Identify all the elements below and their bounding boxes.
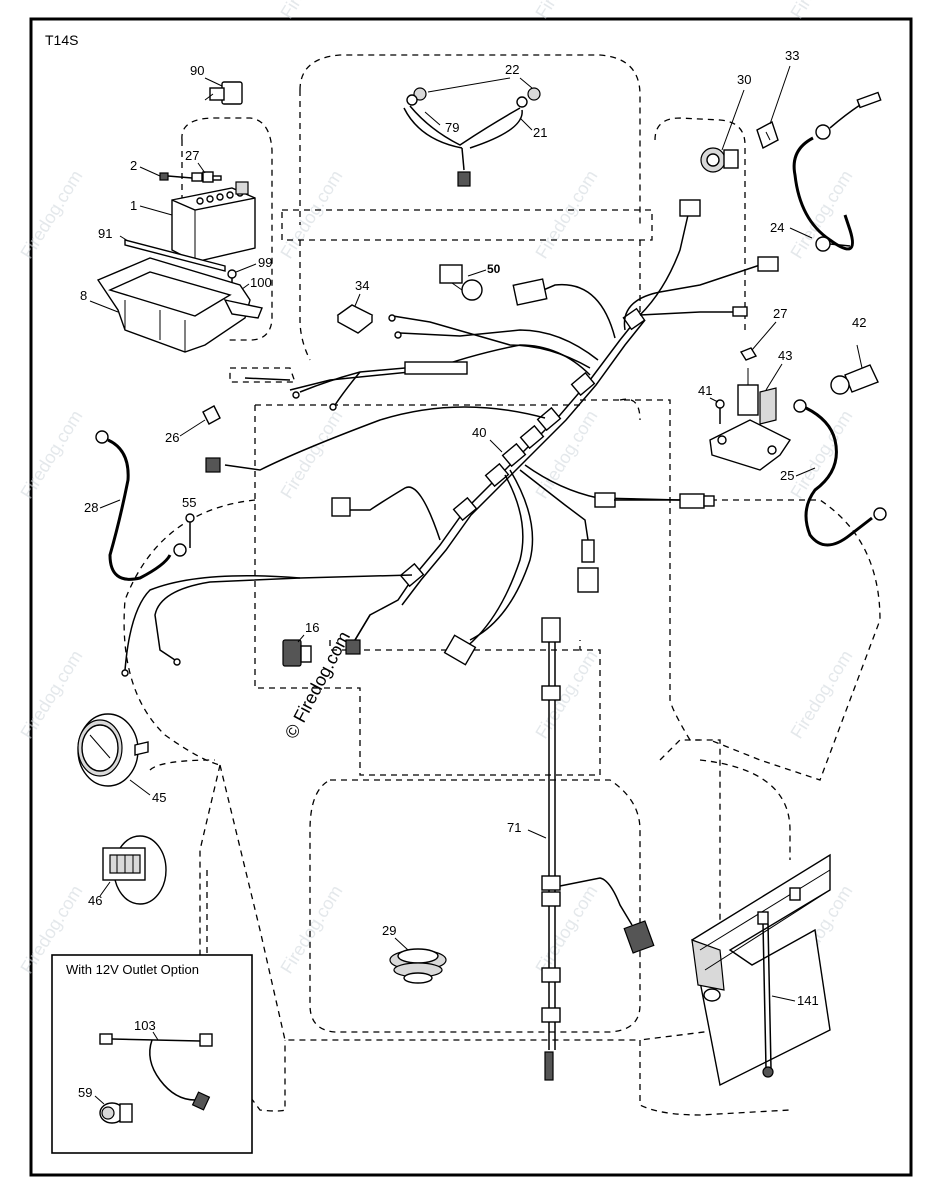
part-2-bolt	[159, 172, 203, 182]
callout-42: 42	[852, 315, 866, 330]
callout-50: 50	[487, 262, 501, 276]
part-28-cable	[95, 430, 187, 581]
callout-33: 33	[785, 48, 799, 63]
callout-71: 71	[507, 820, 521, 835]
callout-21: 21	[533, 125, 547, 140]
part-27-nut	[202, 171, 222, 183]
watermark: Firedog.com	[16, 167, 86, 262]
callout-141: 141	[797, 993, 819, 1008]
callout-43: 43	[778, 348, 792, 363]
callout-26: 26	[165, 430, 179, 445]
watermark: Firedog.com	[786, 647, 856, 742]
part-79-21-harness	[403, 105, 523, 187]
part-59-outlet	[99, 1102, 133, 1124]
chassis-outline	[123, 54, 881, 1116]
callout-55: 55	[182, 495, 196, 510]
callout-79: 79	[445, 120, 459, 135]
part-26-fuse	[202, 405, 221, 425]
watermark: Firedog.com	[786, 407, 856, 502]
diagram-code: T14S	[45, 32, 78, 48]
callout-22: 22	[505, 62, 519, 77]
part-45-gauge	[77, 713, 149, 787]
part-25-cable	[793, 399, 887, 547]
callout-34: 34	[355, 278, 369, 293]
part-42-boot	[830, 344, 879, 395]
callout-29: 29	[382, 923, 396, 938]
callout-8: 8	[80, 288, 87, 303]
callout-25: 25	[780, 468, 794, 483]
watermark: Firedog.com	[276, 167, 346, 262]
callout-46: 46	[88, 893, 102, 908]
part-33-fuse	[756, 120, 779, 150]
part-103-harness	[99, 1033, 213, 1111]
part-30-ignition-switch	[700, 147, 739, 173]
callout-103: 103	[134, 1018, 156, 1033]
callout-45: 45	[152, 790, 166, 805]
callout-30: 30	[737, 72, 751, 87]
callout-27: 27	[773, 306, 787, 321]
part-16-relay	[282, 639, 312, 667]
callout-24: 24	[770, 220, 784, 235]
part-71-harness	[541, 617, 655, 1081]
callout-99: 99	[258, 255, 272, 270]
watermark: Firedog.com	[276, 882, 346, 977]
part-91-strap	[124, 239, 226, 272]
part-22-headlights	[406, 87, 541, 108]
watermarks: Firedog.com Firedog.com Firedog.com Fire…	[16, 0, 856, 977]
callout-2: 2	[130, 158, 137, 173]
watermark: Firedog.com	[276, 407, 346, 502]
part-34-switch	[336, 304, 374, 334]
callout-28: 28	[84, 500, 98, 515]
inset-title: With 12V Outlet Option	[66, 962, 199, 977]
callout-40: 40	[472, 425, 486, 440]
callout-27: 27	[185, 148, 199, 163]
part-43-solenoid	[709, 368, 792, 471]
callout-90: 90	[190, 63, 204, 78]
part-41-bolt	[715, 399, 725, 424]
inset-12v-outlet: With 12V Outlet Option 103 59	[51, 954, 253, 1154]
part-90-relay	[204, 81, 243, 105]
callout-59: 59	[78, 1085, 92, 1100]
part-24-cable	[792, 91, 882, 252]
part-50-sensor	[439, 264, 483, 301]
callout-41: 41	[698, 383, 712, 398]
part-55-bolt	[185, 513, 195, 548]
part-8-battery-tray	[96, 257, 263, 353]
watermark: Firedog.com	[16, 647, 86, 742]
watermark: Firedog.com	[531, 167, 601, 262]
part-27-nut-right	[739, 347, 758, 361]
part-141-bracket	[691, 853, 831, 1087]
callout-91: 91	[98, 226, 112, 241]
callout-1: 1	[130, 198, 137, 213]
part-40-main-harness	[121, 199, 779, 677]
part-46-hour-meter	[102, 835, 167, 905]
callout-16: 16	[305, 620, 319, 635]
watermark: Firedog.com	[16, 407, 86, 502]
callout-100: 100	[250, 275, 272, 290]
diagram-frame	[29, 17, 913, 1177]
part-1-battery	[171, 181, 256, 263]
part-29-grommet	[389, 948, 447, 984]
